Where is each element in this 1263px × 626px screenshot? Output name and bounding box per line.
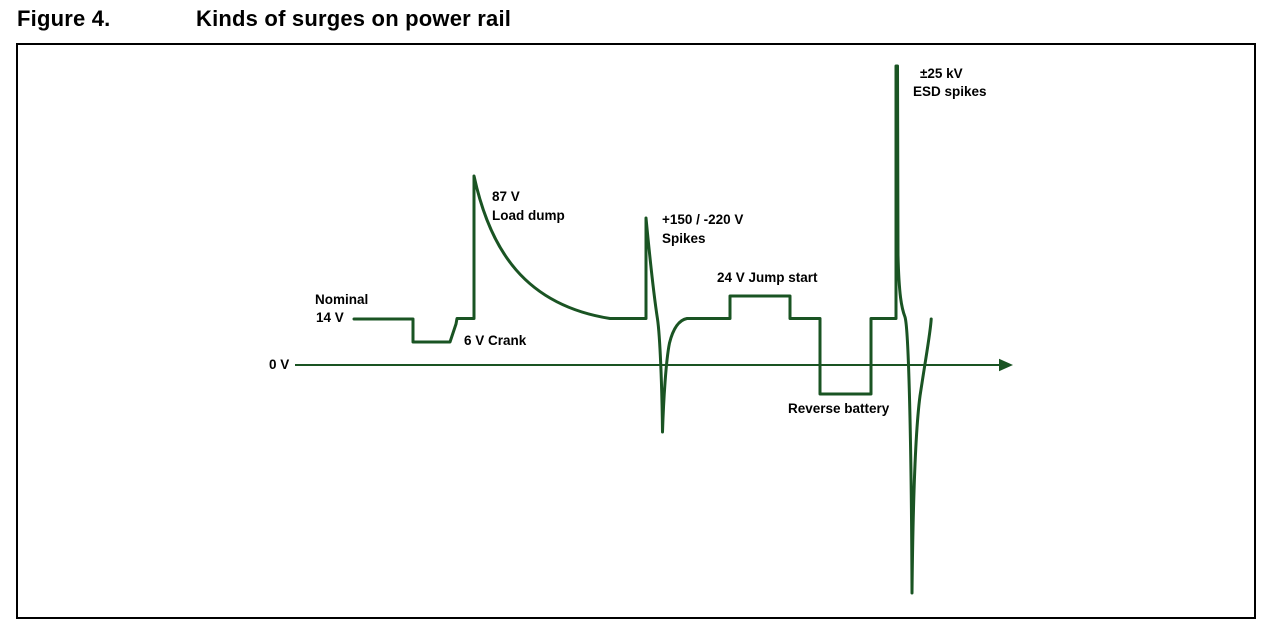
label-nominal: Nominal <box>315 292 369 307</box>
label-esd-voltage: ±25 kV <box>920 66 963 81</box>
figure-heading: Figure 4. Kinds of surges on power rail <box>0 6 1263 40</box>
label-load-dump: Load dump <box>492 208 565 223</box>
label-esd-spikes: ESD spikes <box>913 84 987 99</box>
label-jump-start: 24 V Jump start <box>717 270 818 285</box>
figure-title: Kinds of surges on power rail <box>196 6 512 31</box>
label-spikes: Spikes <box>662 231 706 246</box>
figure-number: Figure 4. <box>17 6 111 31</box>
label-crank: 6 V Crank <box>464 333 527 348</box>
label-spikes-voltage: +150 / -220 V <box>662 212 744 227</box>
label-nominal-voltage: 14 V <box>316 310 344 325</box>
label-load-dump-voltage: 87 V <box>492 189 520 204</box>
label-reverse-battery: Reverse battery <box>788 401 890 416</box>
label-zero-volts: 0 V <box>269 357 290 372</box>
figure-frame <box>16 43 1256 619</box>
